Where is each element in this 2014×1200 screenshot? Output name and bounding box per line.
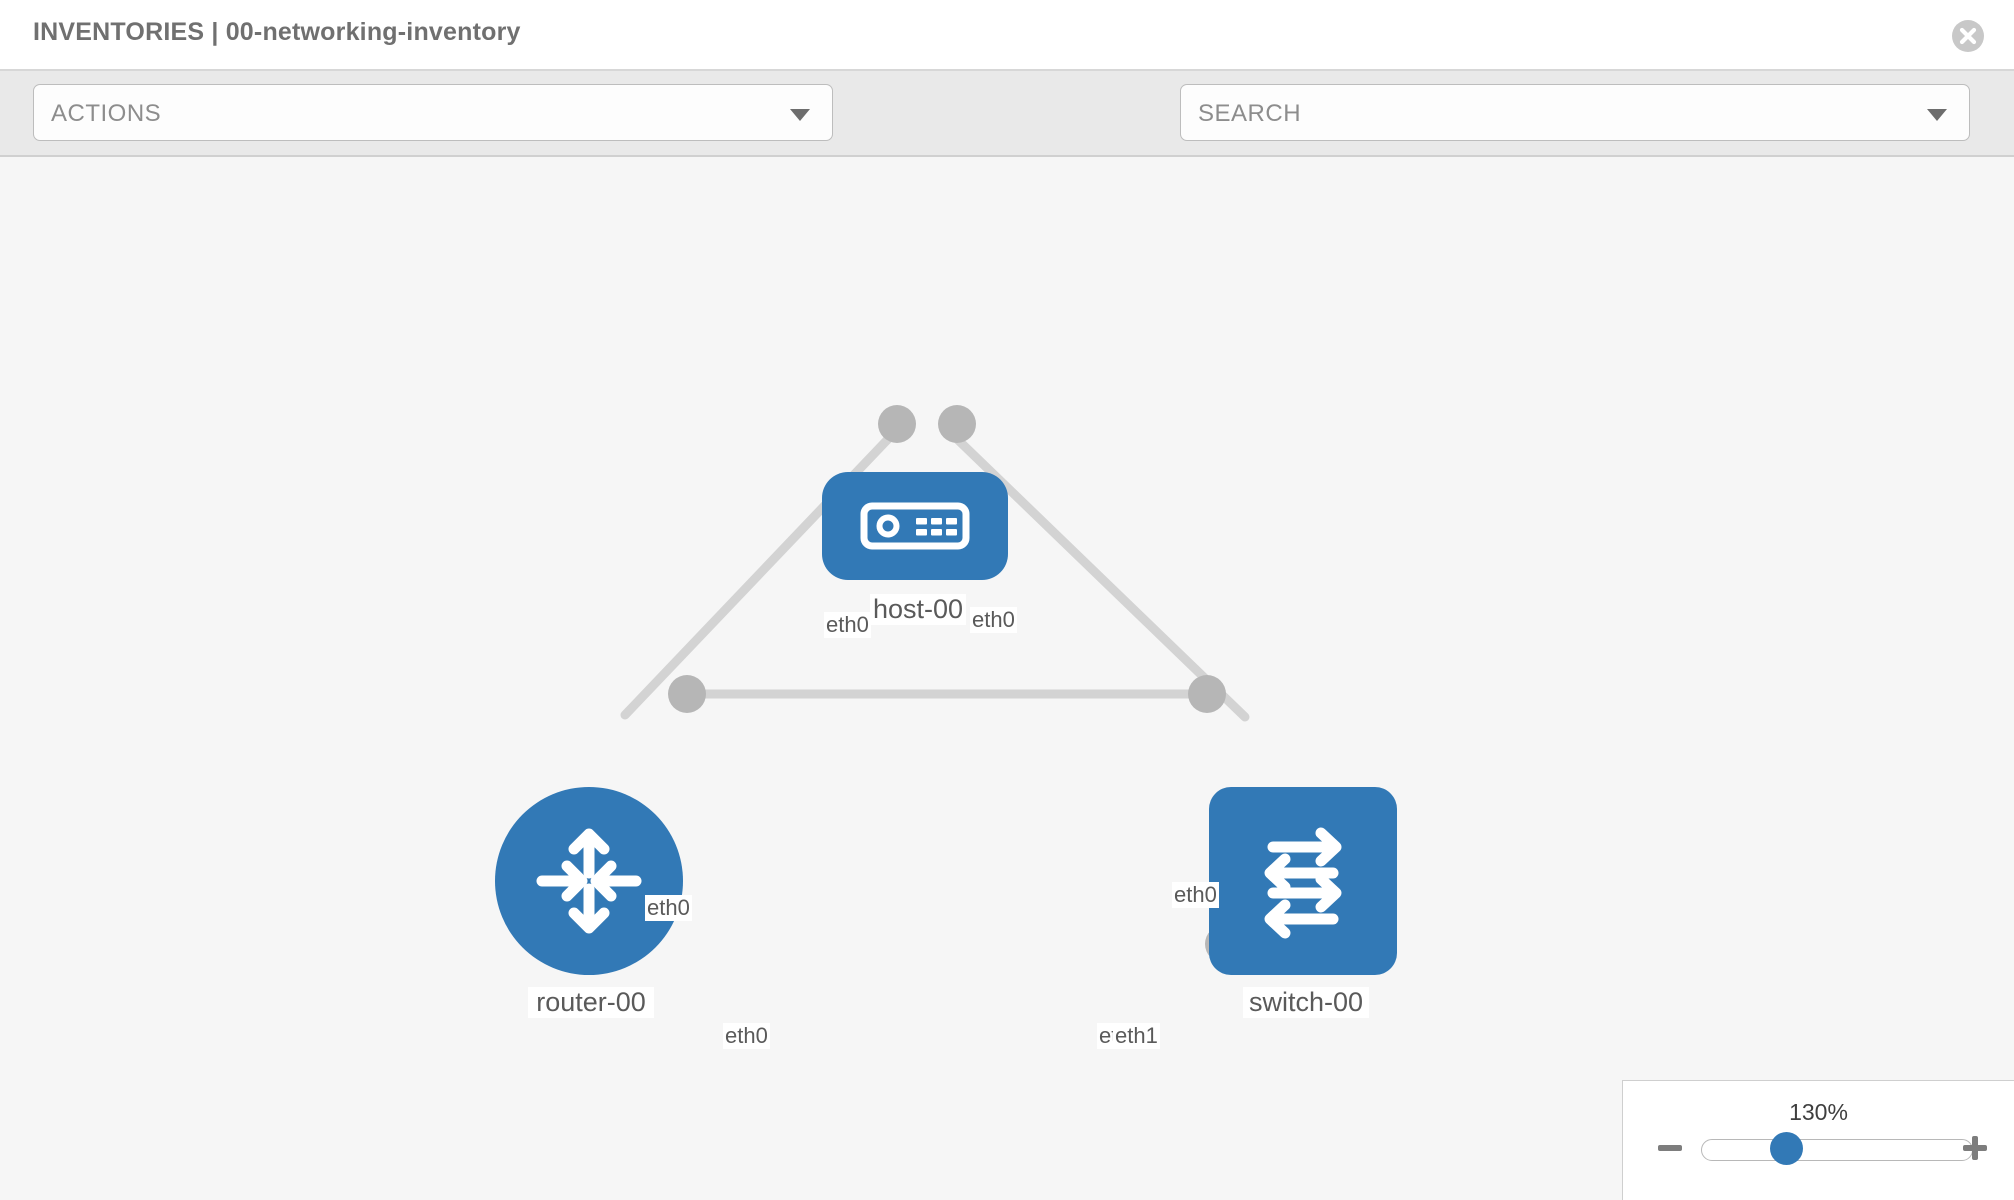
search-placeholder: SEARCH <box>1198 100 1302 127</box>
minus-icon <box>1658 1145 1682 1151</box>
edge-label-host-right: eth0 <box>970 607 1017 633</box>
toolbar: ACTIONS SEARCH <box>0 71 2014 207</box>
node-switch-00-label: switch-00 <box>1243 987 1369 1018</box>
node-host-00-label: host-00 <box>870 594 966 625</box>
zoom-control-panel: 130% <box>1622 1080 2014 1200</box>
zoom-slider-thumb[interactable] <box>1770 1132 1803 1165</box>
page-title: INVENTORIES | 00-networking-inventory <box>33 18 521 46</box>
port-switch-left[interactable] <box>1188 675 1226 713</box>
page-header: INVENTORIES | 00-networking-inventory <box>0 0 2014 71</box>
chevron-down-icon <box>790 109 810 121</box>
node-router-00-label: router-00 <box>528 987 654 1018</box>
actions-dropdown[interactable]: ACTIONS <box>33 84 833 141</box>
edge-label-host-left: eth0 <box>824 612 871 638</box>
edge-label-switch-eth1: eth1 <box>1113 1023 1160 1049</box>
chevron-down-icon <box>1927 109 1947 121</box>
topology-links <box>620 432 1250 722</box>
close-icon[interactable] <box>1952 20 1984 52</box>
node-router-00-shape[interactable] <box>495 787 683 975</box>
zoom-level-value: 130% <box>1789 1099 1848 1125</box>
port-host-left[interactable] <box>878 405 916 443</box>
search-input[interactable]: SEARCH <box>1180 84 1970 141</box>
edge-label-switch-up: eth0 <box>1172 882 1219 908</box>
port-router-right[interactable] <box>668 675 706 713</box>
topology-canvas[interactable]: host-00 <box>0 157 2014 1200</box>
edge-label-router-eth0: eth0 <box>723 1023 770 1049</box>
node-switch-00-shape[interactable] <box>1209 787 1397 975</box>
zoom-in-button[interactable] <box>1960 1133 1990 1163</box>
edge-label-router-up: eth0 <box>645 895 692 921</box>
plus-icon <box>1963 1136 1987 1160</box>
switch-arrows-icon <box>1264 827 1342 939</box>
zoom-out-button[interactable] <box>1655 1133 1685 1163</box>
zoom-slider-track[interactable] <box>1701 1139 1973 1161</box>
server-appliance-icon <box>860 502 970 550</box>
node-host-00-shape[interactable] <box>822 472 1008 580</box>
router-arrows-icon <box>536 828 642 934</box>
port-host-right[interactable] <box>938 405 976 443</box>
actions-dropdown-label: ACTIONS <box>51 100 162 127</box>
